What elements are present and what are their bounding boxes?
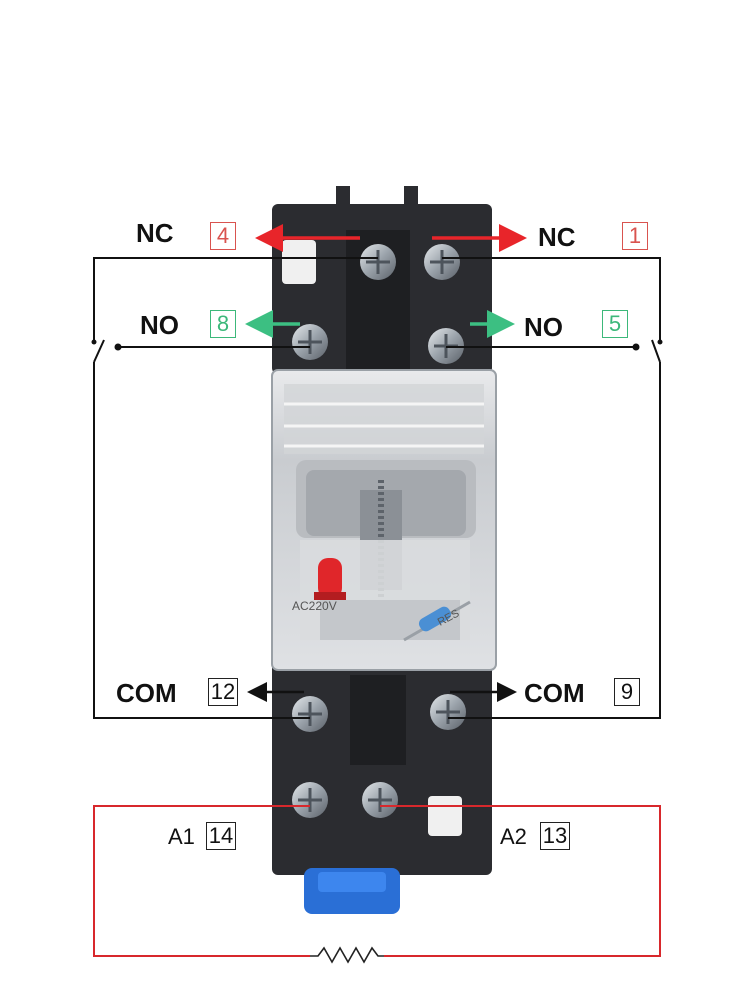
switch-right-contact [632, 343, 640, 351]
pin-5-box: 5 [602, 310, 628, 338]
resistor-component [403, 600, 471, 642]
rating-print: AC220V [292, 599, 337, 613]
wire-coil-right [380, 805, 661, 957]
switch-right [651, 339, 661, 363]
switch-left-contact [114, 343, 122, 351]
wire-com-right [448, 362, 661, 719]
screw-terminal-13 [362, 782, 398, 818]
wire-coil-left [93, 805, 310, 957]
wire-nc-left [93, 257, 378, 342]
switch-left [93, 339, 105, 363]
screw-terminal-14 [292, 782, 328, 818]
terminal-screws [292, 244, 466, 818]
pin-4-box: 4 [210, 222, 236, 250]
relay-cover: AC220V RES [271, 369, 497, 671]
pin-14-box: 14 [206, 822, 236, 850]
screw-terminal-1 [424, 244, 460, 280]
a1-label: A1 [168, 824, 195, 849]
led-indicator [314, 558, 346, 600]
pin-12-box: 12 [208, 678, 238, 706]
a2-label: A2 [500, 824, 527, 849]
nc-left-label: NC [136, 218, 174, 248]
pin-8-box: 8 [210, 310, 236, 338]
nc-right-label: NC [538, 222, 576, 252]
com-left-label: COM [116, 678, 177, 708]
direction-arrows [245, 224, 527, 702]
screw-terminal-9 [430, 694, 466, 730]
screw-terminal-4 [360, 244, 396, 280]
screw-terminal-8 [292, 324, 328, 360]
wire-com-left [93, 362, 310, 719]
no-right-label: NO [524, 312, 563, 342]
screw-terminal-12 [292, 696, 328, 732]
pin-9-box: 9 [614, 678, 640, 706]
pin-1-box: 1 [622, 222, 648, 250]
contact-wiring [93, 257, 661, 719]
com-right-label: COM [524, 678, 585, 708]
no-left-label: NO [140, 310, 179, 340]
pin-13-box: 13 [540, 822, 570, 850]
coil-wiring [93, 805, 661, 957]
coil-resistor-symbol [310, 946, 384, 964]
wire-nc-right [442, 257, 661, 342]
